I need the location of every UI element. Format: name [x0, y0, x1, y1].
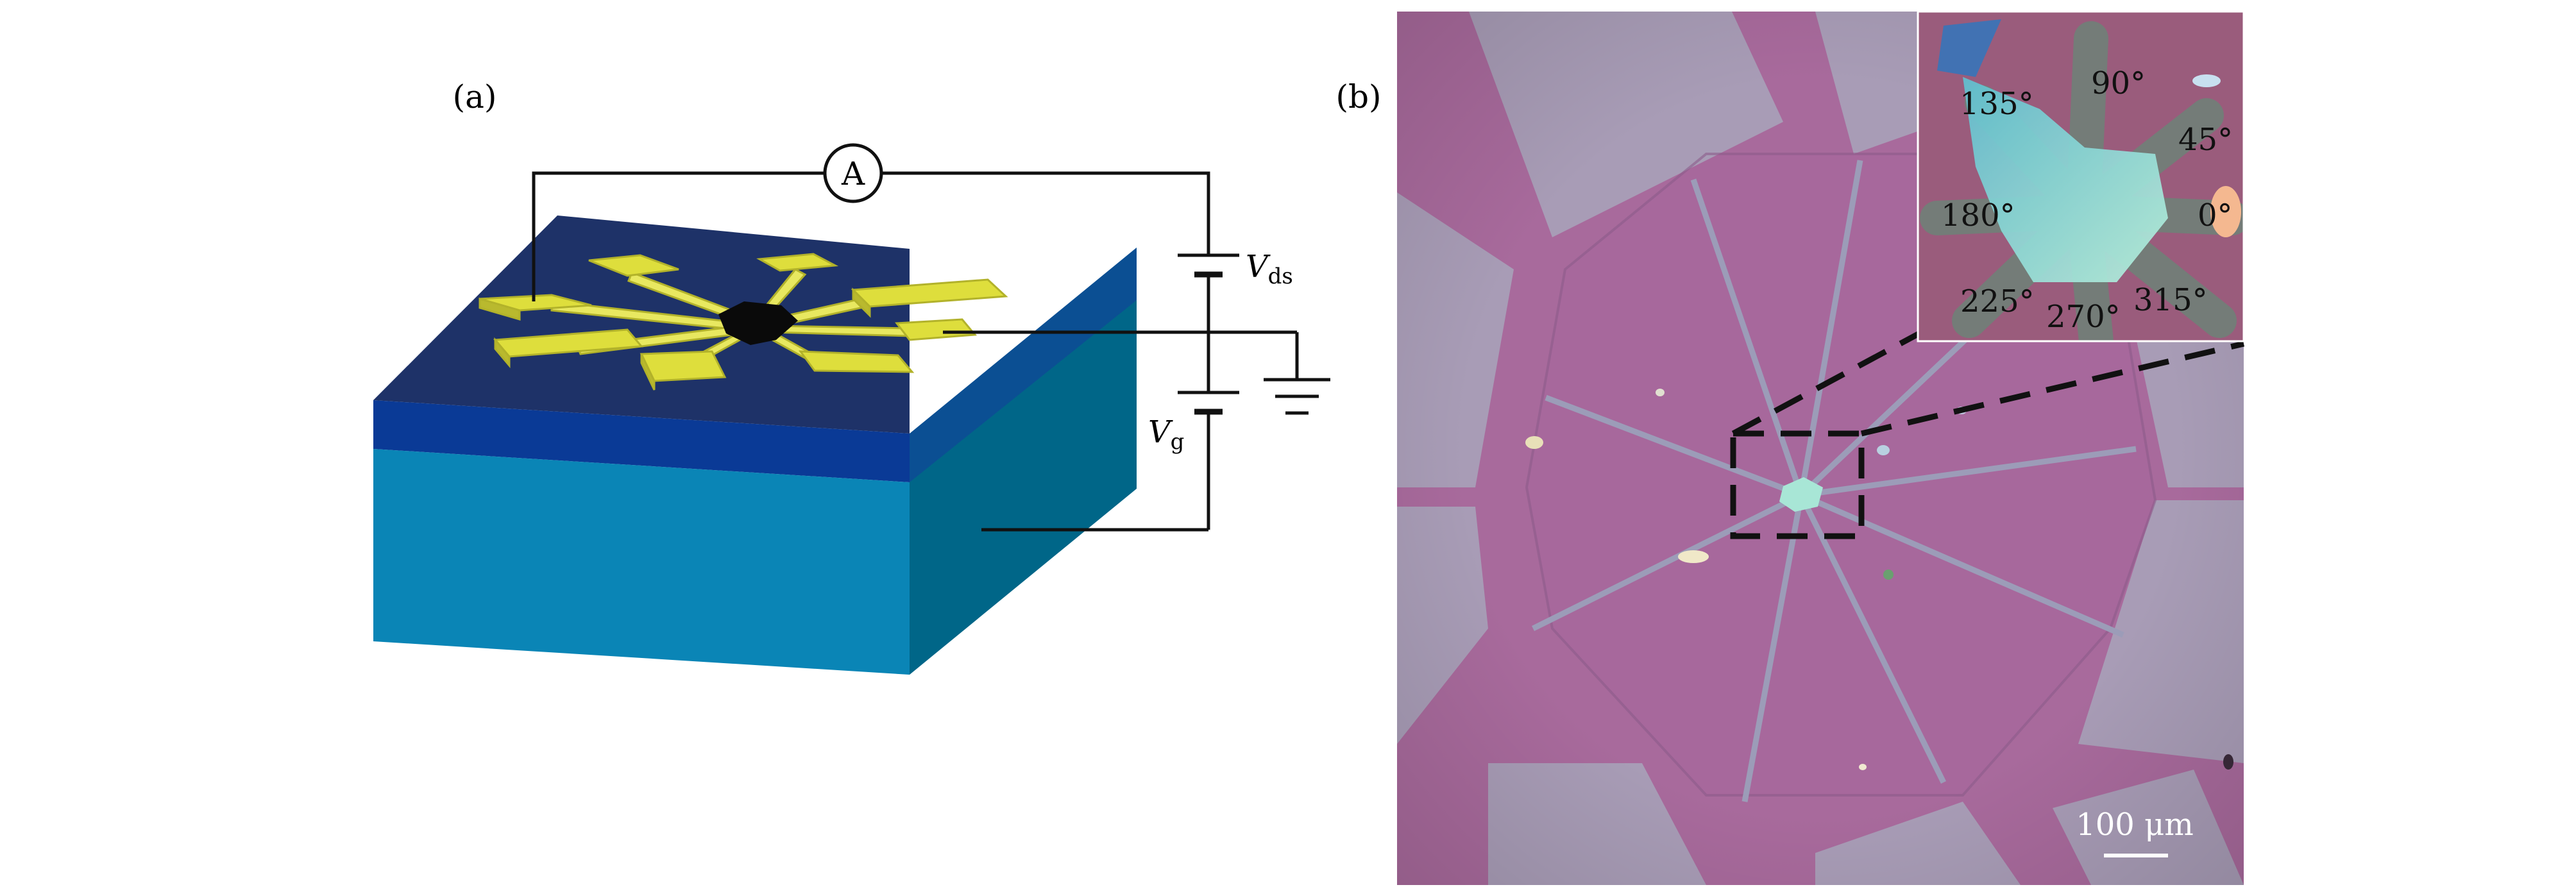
panel-b-label: (b)	[1335, 78, 1381, 115]
electrode-pad	[895, 318, 978, 341]
inset-flake	[1963, 77, 2168, 282]
panel-b: (b)	[1335, 10, 2245, 885]
inset-particle	[2192, 74, 2221, 87]
panel-a: (a)	[373, 78, 1330, 675]
angle-label-135: 135°	[1960, 86, 2034, 122]
sample-flake	[718, 301, 798, 345]
electrode-pad	[640, 350, 727, 382]
angle-label-270: 270°	[2046, 299, 2121, 335]
vds-label: Vds	[1246, 249, 1293, 289]
substrate-top-face	[373, 215, 910, 434]
scale-bar-label: 100 μm	[2076, 807, 2194, 843]
circuit	[532, 171, 1299, 532]
wire-top-right	[879, 171, 1210, 255]
inset: 135° 90° 45° 180° 0° 225° 270° 315°	[1917, 10, 2245, 342]
oxide-layer	[373, 400, 910, 482]
silicon-side-face	[910, 300, 1137, 675]
oxide-side-face	[910, 248, 1137, 482]
electrodes	[479, 253, 1008, 391]
inset-flake-blue	[1937, 19, 2001, 77]
angle-labels: 135° 90° 45° 180° 0° 225° 270° 315°	[1941, 65, 2233, 335]
electrode-pad-edge	[640, 353, 656, 391]
inset-particle	[2210, 186, 2241, 237]
inset-border	[1917, 10, 2245, 342]
silicon-front-face	[373, 449, 910, 675]
panel-a-label: (a)	[453, 78, 497, 115]
electrode-pad-edge	[479, 298, 521, 321]
electrode-pad	[588, 254, 679, 277]
battery-vds	[1178, 253, 1239, 278]
substrate-block	[373, 215, 1137, 675]
angle-label-0: 0°	[2198, 198, 2233, 233]
angle-label-225: 225°	[1960, 283, 2035, 319]
battery-vg	[1178, 391, 1239, 415]
scale-bar: 100 μm	[2076, 807, 2194, 857]
vg-label: Vg	[1148, 414, 1184, 455]
ammeter-label: A	[841, 155, 865, 192]
electrode-pad	[756, 253, 839, 272]
angle-label-180: 180°	[1941, 198, 2015, 233]
wire-left	[532, 171, 827, 301]
angle-label-45: 45°	[2178, 122, 2233, 158]
zoom-box	[1730, 331, 2245, 539]
ammeter: A	[823, 143, 883, 203]
electrode-pad-edge	[852, 287, 871, 318]
ground-symbol	[1264, 378, 1330, 415]
angle-label-90: 90°	[2091, 65, 2146, 101]
angle-label-315: 315°	[2133, 282, 2208, 318]
electrode-pad	[798, 350, 915, 373]
electrode-pad-edge	[494, 337, 511, 369]
